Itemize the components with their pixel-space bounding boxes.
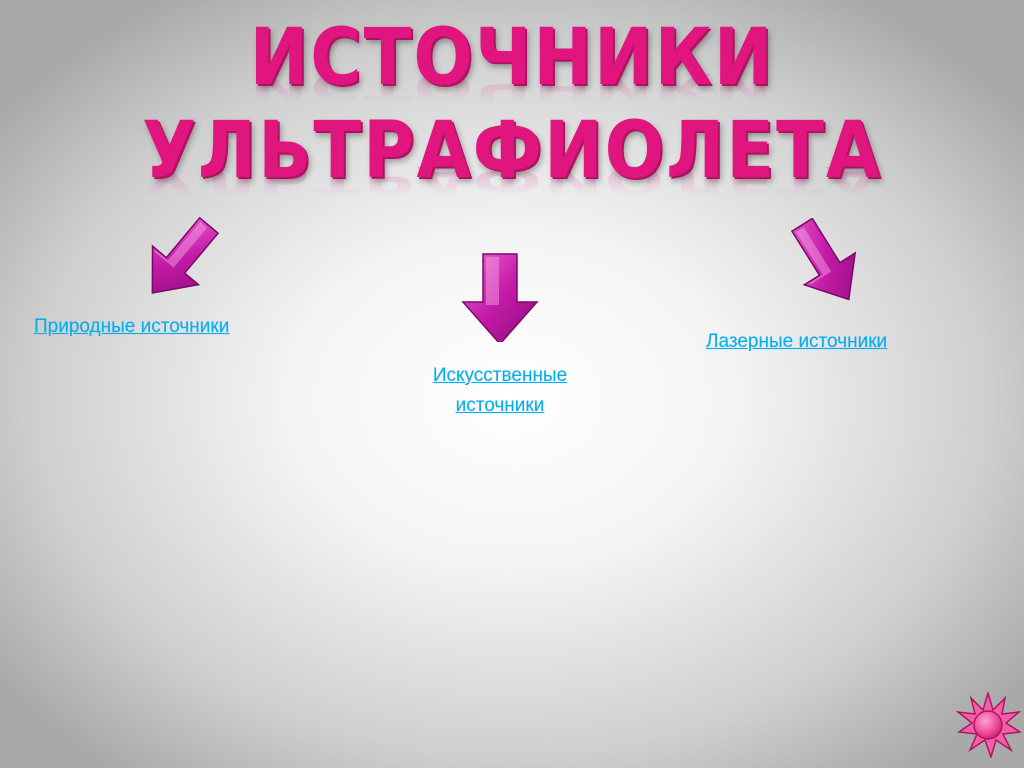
slide-title-line-2: УЛЬТРАФИОЛЕТА <box>141 104 883 196</box>
artificial-sources-link[interactable]: Искусственные источники <box>432 365 568 416</box>
sun-icon[interactable] <box>955 692 1021 758</box>
natural-sources-link[interactable]: Природные источники <box>34 316 230 337</box>
arrow-down-left-icon <box>151 216 220 294</box>
laser-sources-link[interactable]: Лазерные источники <box>706 331 888 352</box>
arrow-down-icon <box>461 253 539 342</box>
slide-title-line-1: ИСТОЧНИКИ <box>249 11 775 103</box>
arrow-down-right-icon <box>790 218 857 301</box>
